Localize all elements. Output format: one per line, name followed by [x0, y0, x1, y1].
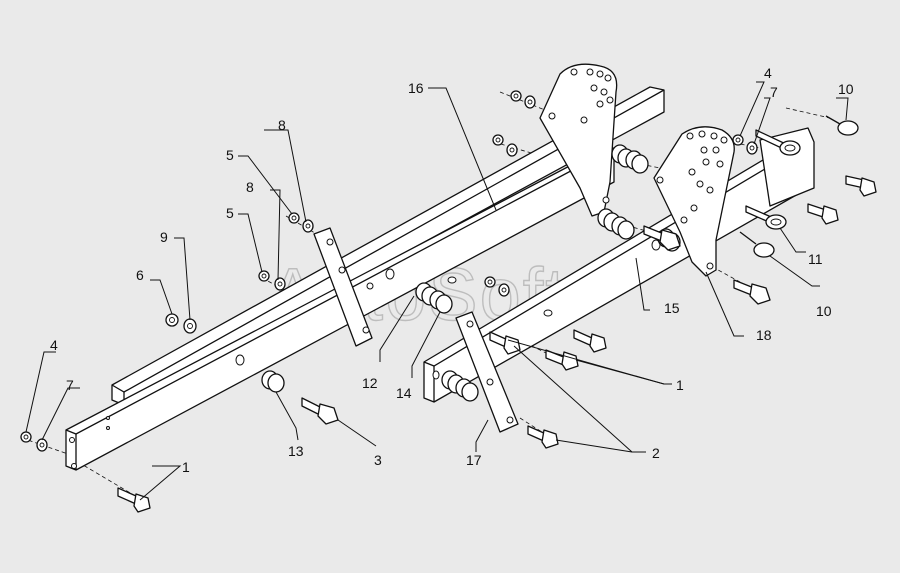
nut-4-left	[20, 431, 32, 443]
nut-top-a	[510, 90, 522, 102]
callout-2: 2	[652, 445, 660, 461]
callout-8-upper: 8	[278, 117, 286, 133]
callout-10-lower: 10	[816, 303, 832, 319]
spacer-13-a	[261, 370, 285, 393]
clip-10-lower	[739, 231, 775, 258]
nut-top-b	[492, 134, 504, 146]
bolt-2-b	[527, 425, 559, 449]
pin-11-lower	[745, 205, 787, 230]
bolt-3	[301, 397, 339, 425]
spacer-upper-b	[625, 150, 649, 174]
spacer-mid-b	[611, 216, 635, 240]
callout-7-left: 7	[66, 377, 74, 393]
callout-4-right: 4	[764, 65, 772, 81]
callout-13: 13	[288, 443, 304, 459]
nut-5-upper	[288, 212, 300, 224]
washer-9	[183, 318, 197, 334]
callout-6: 6	[136, 267, 144, 283]
callout-1-right: 1	[676, 377, 684, 393]
callout-18: 18	[756, 327, 772, 343]
nut-6	[165, 313, 179, 327]
nut-5-lower	[258, 270, 270, 282]
washer-mid	[498, 283, 510, 297]
pin-11-upper	[755, 129, 801, 156]
washer-7-right	[746, 141, 758, 155]
callout-9: 9	[160, 229, 168, 245]
callout-3: 3	[374, 452, 382, 468]
bolt-1-mid-a	[545, 349, 579, 371]
washer-8-upper	[302, 219, 314, 233]
callout-10-upper: 10	[838, 81, 854, 97]
callout-14: 14	[396, 385, 412, 401]
clip-10-upper	[825, 115, 859, 136]
callout-5-upper: 5	[226, 147, 234, 163]
bolt-mid-pivot	[643, 225, 681, 251]
callouts: 1 1 2 3 4 4 5 5 6 7 7 8 8 9 10 10 11 12 …	[50, 65, 854, 475]
bracket-upper	[539, 63, 618, 217]
washer-7-left	[36, 438, 48, 452]
leader-lines	[25, 81, 849, 501]
nut-mid	[484, 276, 496, 288]
nut-4-right	[732, 134, 744, 146]
callout-11: 11	[808, 251, 823, 267]
callout-1-left: 1	[182, 459, 190, 475]
plate-left	[313, 227, 373, 347]
bracket-18	[653, 126, 735, 277]
washer-top-b	[506, 143, 518, 157]
callout-7-right: 7	[770, 84, 778, 100]
spacers	[261, 144, 681, 402]
spacer-14	[429, 290, 453, 314]
bolt-right-c	[733, 279, 771, 305]
bolts	[117, 175, 877, 513]
callout-4-left: 4	[50, 337, 58, 353]
bolt-right-a	[845, 175, 877, 197]
washer-top-a	[524, 95, 536, 109]
bolt-1-left	[117, 487, 151, 513]
spacer-lower-b	[455, 378, 479, 402]
bolt-1-mid-b	[573, 329, 607, 353]
pins-clips	[739, 115, 859, 258]
bar-upper	[111, 86, 665, 406]
plate-17	[455, 311, 519, 433]
callout-5-lower: 5	[226, 205, 234, 221]
callout-8-lower: 8	[246, 179, 254, 195]
washer-8-lower	[274, 277, 286, 291]
callout-16: 16	[408, 80, 424, 96]
callout-15: 15	[664, 300, 680, 316]
bolt-right-b	[807, 203, 839, 225]
callout-17: 17	[466, 452, 482, 468]
callout-12: 12	[362, 375, 378, 391]
